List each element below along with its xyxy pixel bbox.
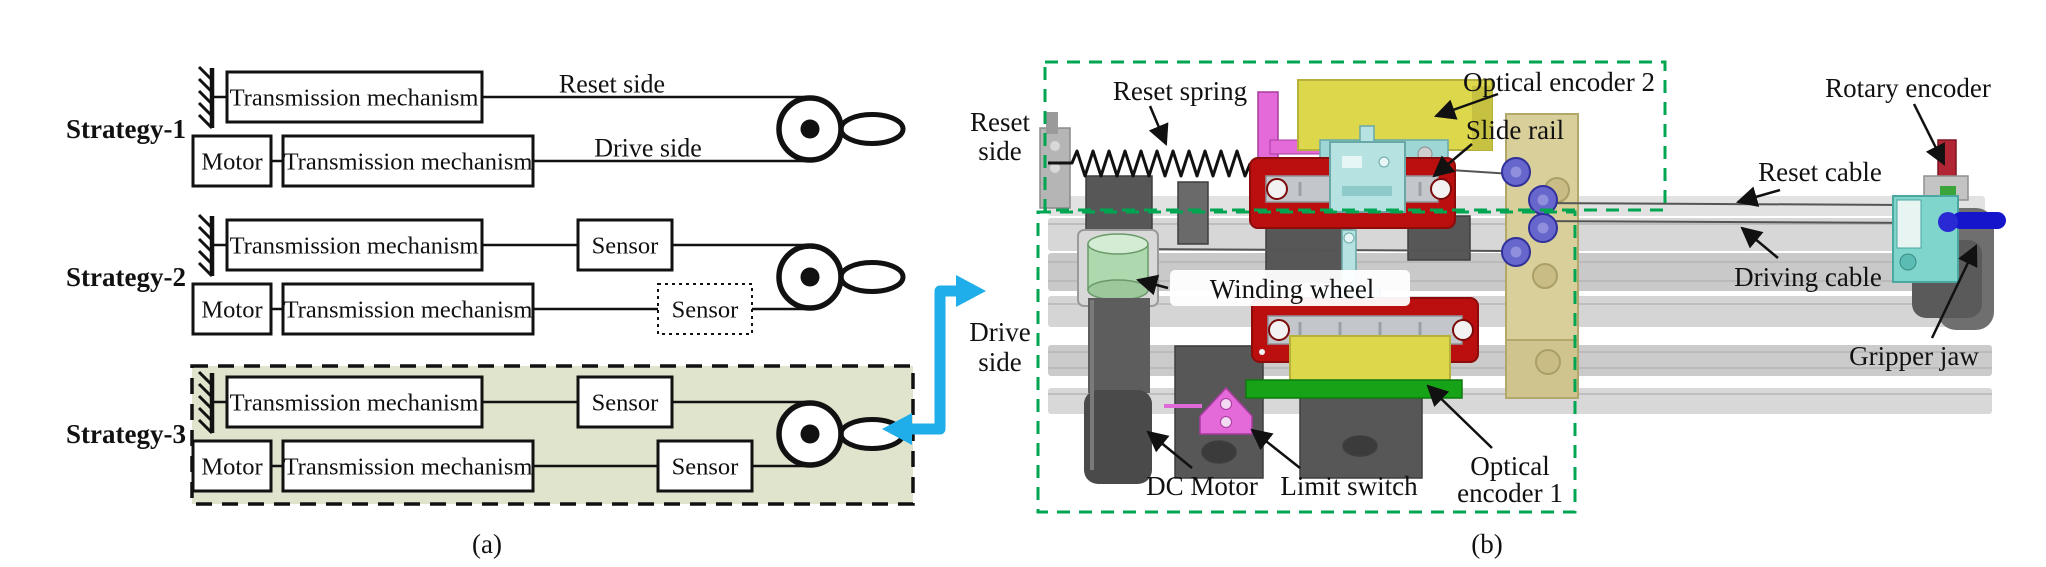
driving-cable-left [1117,248,1509,252]
gripper-symbol [779,98,903,160]
winding-wheel-label: Winding wheel [1210,274,1375,304]
fixed-wall-icon [199,67,212,128]
motor-label: Motor [201,297,262,324]
svg-text:encoder 1: encoder 1 [1457,478,1563,508]
motor-label: Motor [201,149,262,176]
transmission-label: Transmission mechanism [230,233,479,260]
gripper-symbol [779,246,903,308]
sensor-label: Sensor [672,297,739,324]
reset-spring-coil [1048,149,1256,178]
reset-spring-label: Reset spring [1113,76,1247,106]
transmission-box [281,282,535,336]
fixed-wall-icon [199,215,212,276]
limit-switch [1164,386,1253,435]
strategy-2-group: Strategy-2 Transmission mechanism Sensor… [66,218,903,336]
dc-motor-label: DC Motor [1146,471,1258,501]
sensor-label: Sensor [672,454,739,481]
transmission-label: Transmission mechanism [284,149,533,176]
transmission-label: Transmission mechanism [284,454,533,481]
sensor-box [576,218,674,272]
motor-box [191,134,273,188]
reset-side-label: Reset [970,107,1030,137]
reset-side-region-box [1043,60,1667,212]
motor-label: Motor [201,454,262,481]
gripper-jaw-label: Gripper jaw [1849,341,1979,371]
panel-b-cad-view: Reset side Drive side Reset spring Optic… [969,60,2006,559]
transmission-box [225,70,484,124]
driving-cable-label: Driving cable [1734,262,1882,292]
rotary-encoder-label: Rotary encoder [1825,73,1991,103]
svg-text:side: side [978,136,1022,166]
sensor-box [576,375,674,429]
transmission-box [281,439,535,493]
optical-encoder-2-label: Optical encoder 2 [1463,67,1655,97]
motor-box [191,282,273,336]
part-labels: Reset spring Optical encoder 2 Slide rai… [1113,67,1991,508]
strategy-3-group: Strategy-3 Transmission mechanism Sensor… [66,375,903,493]
caption-a: (a) [472,529,502,559]
encoder-strip [1245,379,1463,399]
strategy-1-group: Strategy-1 Transmission mechanism Motor … [66,70,903,188]
drive-side-line-label: Drive side [594,134,702,163]
reset-cable-line [1529,202,1909,206]
encoder-bracket [1257,91,1279,169]
sensor-box [656,439,754,493]
optical-encoder-1-label: Optical [1470,451,1549,481]
panel-a-strategy-diagram: Strategy-1 Transmission mechanism Motor … [66,67,915,559]
reset-side-line-label: Reset side [559,70,665,99]
transmission-box [225,218,484,272]
transmission-box [281,134,535,188]
drive-side-label: Drive [969,317,1030,347]
transmission-box [225,375,484,429]
strategy-2-label: Strategy-2 [66,262,186,292]
motor-box [191,439,273,493]
drive-side-assembly [1245,229,1479,399]
drive-side-region-box [1036,210,1577,514]
panel-link-arrow [882,275,986,445]
cable-pulleys [1501,157,1558,267]
dc-motor [1084,298,1152,484]
sensor-label: Sensor [592,390,659,417]
strategy-1-lines [212,95,810,163]
transmission-label: Transmission mechanism [230,85,479,112]
transmission-label: Transmission mechanism [284,297,533,324]
transmission-label: Transmission mechanism [230,390,479,417]
upper-slider-carriage [1329,125,1406,213]
strategy-1-label: Strategy-1 [66,114,186,144]
slide-rail-label: Slide rail [1466,115,1564,145]
strategy-3-label: Strategy-3 [66,419,186,449]
limit-switch-label: Limit switch [1280,471,1418,501]
side-labels: Reset side Drive side [969,107,1030,377]
winding-wheel-assembly [1077,229,1159,307]
strategy-2-lines [212,243,810,311]
optical-encoder-2-body [1297,79,1493,151]
gripper-jaw-bar [1952,212,2006,229]
sensor-label: Sensor [592,233,659,260]
sensor-dotted-box [657,283,753,335]
reset-cable-label: Reset cable [1758,157,1882,187]
driving-cable-line [1529,220,1939,224]
caption-b: (b) [1471,529,1502,559]
svg-text:side: side [978,347,1022,377]
